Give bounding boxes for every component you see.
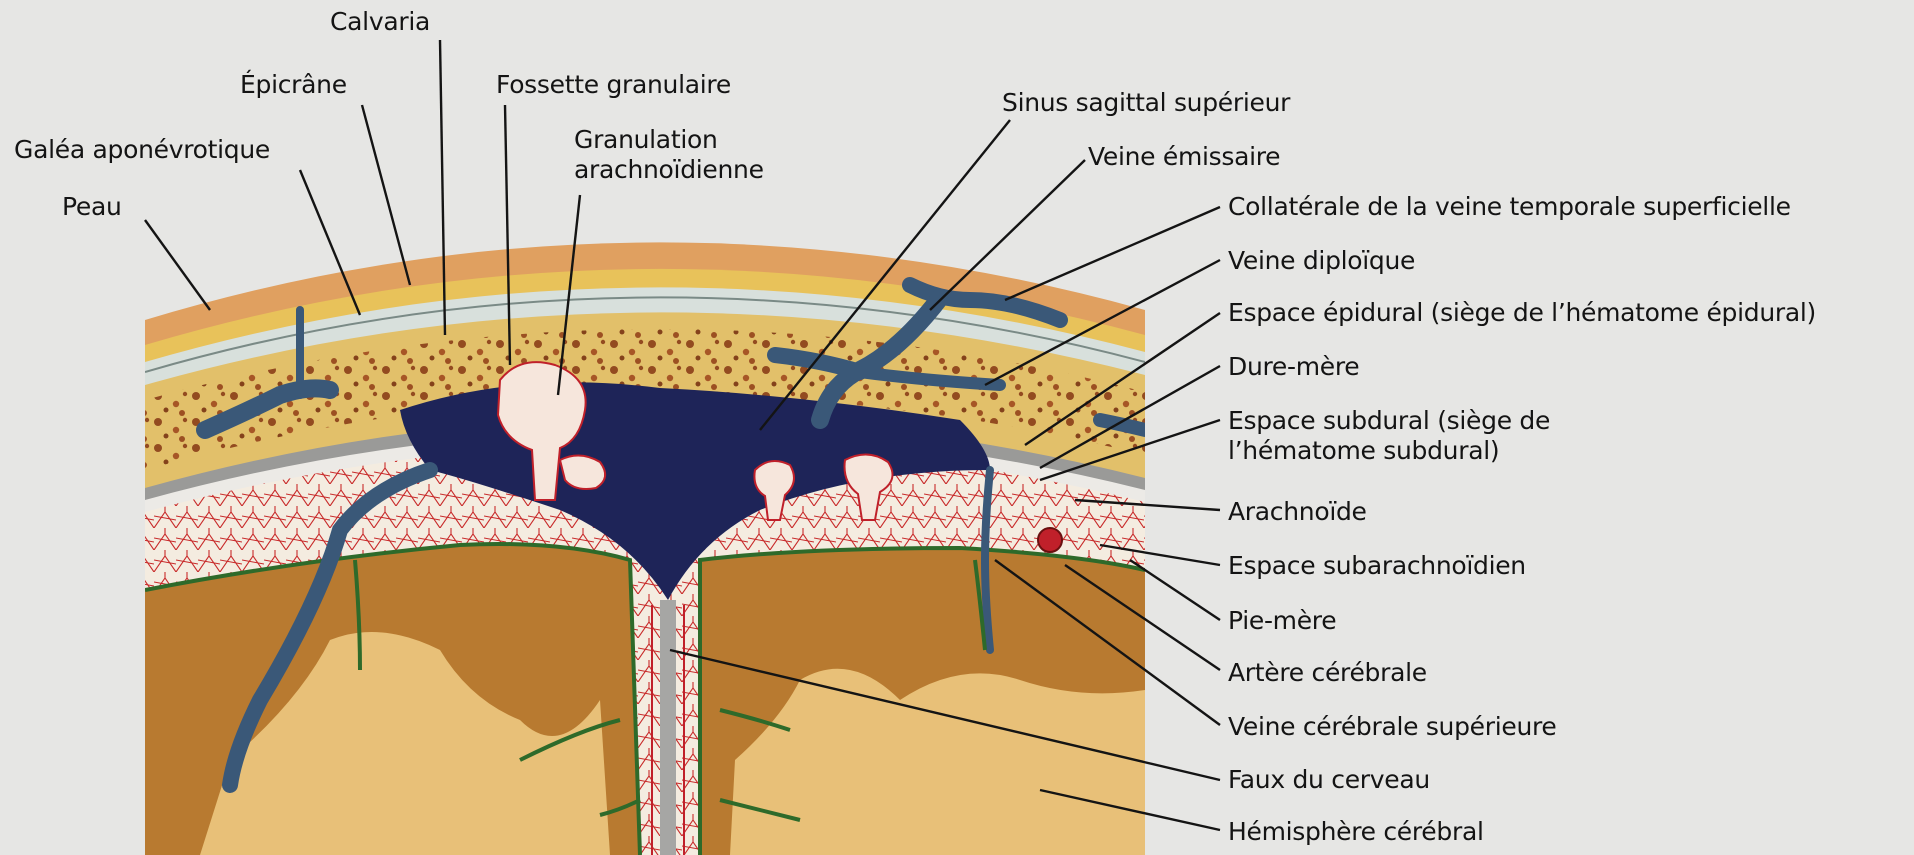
label-hemisphere-cerebral: Hémisphère cérébral bbox=[1228, 817, 1484, 847]
label-pie-mere: Pie-mère bbox=[1228, 606, 1336, 636]
label-faux-du-cerveau: Faux du cerveau bbox=[1228, 765, 1430, 795]
label-artere-cerebrale: Artère cérébrale bbox=[1228, 658, 1427, 688]
label-veine-emissaire: Veine émissaire bbox=[1088, 142, 1280, 172]
label-dure-mere: Dure-mère bbox=[1228, 352, 1359, 382]
label-espace-subarachnoidien: Espace subarachnoïdien bbox=[1228, 551, 1526, 581]
label-veine-cerebrale-superieure: Veine cérébrale supérieure bbox=[1228, 712, 1557, 742]
label-calvaria: Calvaria bbox=[330, 7, 430, 37]
label-sinus-sagittal-superieur: Sinus sagittal supérieur bbox=[1002, 88, 1290, 118]
label-arachnoide: Arachnoïde bbox=[1228, 497, 1367, 527]
label-fossette-granulaire: Fossette granulaire bbox=[496, 70, 731, 100]
cerebral-artery bbox=[1038, 528, 1062, 552]
label-espace-epidural: Espace épidural (siège de l’hématome épi… bbox=[1228, 298, 1816, 328]
label-peau: Peau bbox=[62, 192, 122, 222]
falx-cerebri bbox=[660, 600, 676, 855]
label-collaterale-veine-temporale: Collatérale de la veine temporale superf… bbox=[1228, 192, 1791, 222]
label-epicrane: Épicrâne bbox=[240, 70, 347, 100]
label-granulation-arachnoidienne: Granulation arachnoïdienne bbox=[574, 125, 764, 185]
label-galea-aponevrotique: Galéa aponévrotique bbox=[14, 135, 270, 165]
cross-section bbox=[145, 242, 1145, 855]
white-matter-right bbox=[730, 669, 1145, 855]
label-veine-diploique: Veine diploïque bbox=[1228, 246, 1415, 276]
label-espace-subdural: Espace subdural (siège de l’hématome sub… bbox=[1228, 406, 1550, 466]
